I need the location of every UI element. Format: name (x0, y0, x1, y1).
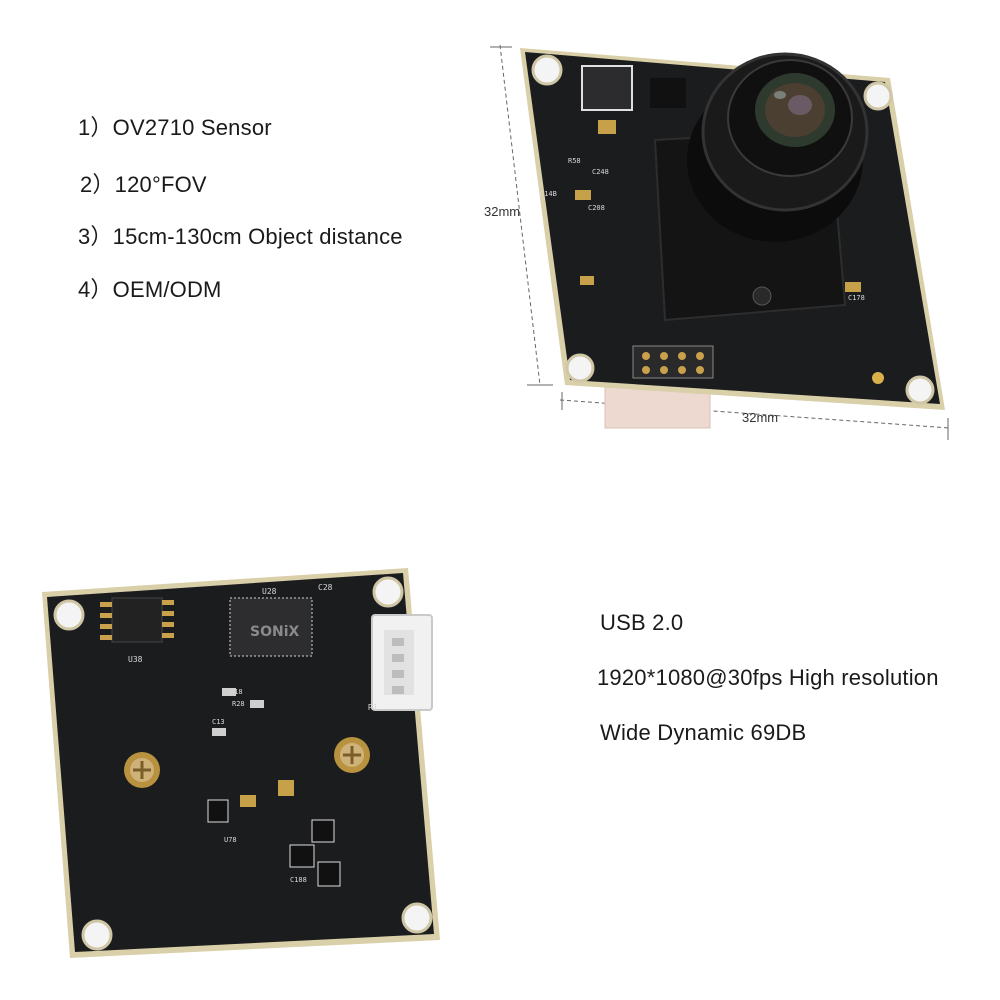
chip-silk-label: C248 (592, 168, 609, 176)
transistor (207, 799, 229, 823)
width-dimension-label: 32mm (742, 410, 779, 425)
main-processor: SONiX (229, 597, 313, 657)
mounting-screw (334, 737, 370, 773)
feature-usb: USB 2.0 (600, 610, 684, 635)
capacitor (212, 728, 226, 736)
mounting-hole (53, 599, 85, 631)
silk-label: C188 (290, 876, 307, 884)
mounting-hole (905, 375, 935, 405)
capacitor (598, 120, 616, 134)
silk-label: U78 (224, 836, 237, 844)
chip-silk-label: C178 (848, 294, 865, 302)
silk-label: R18 (230, 688, 243, 696)
feature-wdr: Wide Dynamic 69DB (600, 720, 807, 745)
mounting-hole (565, 353, 595, 383)
svg-text:SONiX: SONiX (250, 624, 300, 640)
height-dimension-line (490, 44, 553, 386)
inductor (581, 65, 633, 111)
back-board (47, 573, 434, 952)
usb-connector (371, 614, 433, 711)
mounting-hole (401, 902, 433, 934)
chip-silk-label: R58 (568, 157, 581, 165)
silk-label: C13 (212, 718, 225, 726)
capacitor (845, 282, 861, 292)
chip-silk-label: C14B (540, 190, 557, 198)
transistor (311, 819, 335, 843)
capacitor (575, 190, 591, 200)
silk-label: R1 (368, 703, 378, 712)
height-dimension-label: 32mm (484, 204, 521, 219)
silk-label: R28 (232, 700, 245, 708)
capacitor (278, 780, 294, 796)
test-pad (872, 372, 884, 384)
silk-label: U28 (262, 587, 277, 596)
capacitor (580, 276, 594, 285)
mounting-hole (863, 81, 893, 111)
silk-label: C28 (318, 583, 333, 592)
feature-object-distance: 3）15cm-130cm Object distance (78, 224, 403, 249)
feature-fov: 2）120°FOV (80, 172, 207, 197)
flash-chip (100, 597, 174, 643)
ic-chip (650, 78, 686, 108)
feature-oem-odm: 4）OEM/ODM (78, 277, 222, 302)
capacitor (240, 795, 256, 807)
transistor (317, 861, 341, 887)
capacitor (250, 700, 264, 708)
lens (687, 52, 869, 242)
lens-holder-screw (752, 286, 772, 306)
capacitor (222, 688, 236, 696)
mounting-hole (81, 919, 113, 951)
transistor (289, 844, 315, 868)
feature-resolution: 1920*1080@30fps High resolution (597, 665, 939, 690)
mounting-screw (124, 752, 160, 788)
silk-label: U38 (128, 655, 143, 664)
mounting-hole (372, 576, 404, 608)
header-pins (632, 345, 714, 379)
feature-sensor: 1）OV2710 Sensor (78, 115, 272, 140)
chip-silk-label: C208 (588, 204, 605, 212)
mounting-hole (531, 54, 563, 86)
